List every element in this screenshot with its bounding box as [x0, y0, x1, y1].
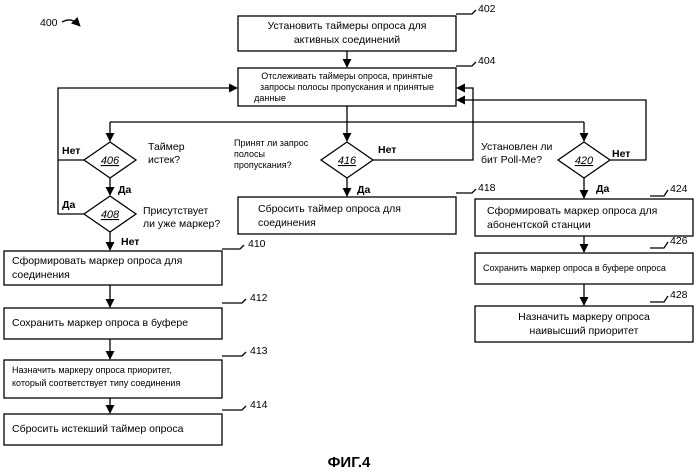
- figure-number-label: 400: [40, 17, 58, 29]
- ref-414: 414: [250, 399, 268, 411]
- step-428-box: Назначить маркеру опроса наивысший приор…: [475, 306, 693, 342]
- ref-424: 424: [670, 183, 688, 195]
- decision-420-no: Нет: [612, 148, 630, 160]
- step-426-line-1: Сохранить маркер опроса в буфере опроса: [483, 263, 666, 273]
- step-410-box: Сформировать маркер опроса для соединени…: [4, 251, 222, 285]
- ref-404: 404: [478, 55, 496, 67]
- figure-caption: ФИГ.4: [328, 454, 371, 471]
- ref-412: 412: [250, 292, 268, 304]
- decision-406-yes: Да: [118, 184, 131, 196]
- ref-413: 413: [250, 345, 268, 357]
- step-402-line-1: Установить таймеры опроса для: [268, 20, 427, 32]
- step-418-box: Сбросить таймер опроса для соединения: [238, 197, 456, 234]
- step-426-box: Сохранить маркер опроса в буфере опроса: [475, 253, 693, 284]
- decision-408-yes: Да: [62, 199, 75, 211]
- ref-426: 426: [670, 235, 688, 247]
- ref-428-leader: [650, 296, 668, 302]
- ref-426-leader: [650, 242, 668, 248]
- ref-414-leader: [222, 406, 246, 410]
- decision-406-ref: 406: [101, 155, 120, 167]
- ref-418: 418: [478, 182, 496, 194]
- step-404-box: Отслеживать таймеры опроса, принятые зап…: [238, 68, 456, 106]
- decision-406-question-2: истек?: [148, 154, 180, 166]
- step-404-line-1: Отслеживать таймеры опроса, принятые: [261, 71, 433, 81]
- step-404-line-3: данные: [254, 93, 286, 103]
- step-414-box: Сбросить истекший таймер опроса: [4, 414, 222, 445]
- step-404-line-2: запросы полосы пропускания и принятые: [260, 82, 434, 92]
- step-412-box: Сохранить маркер опроса в буфере: [4, 308, 222, 339]
- step-424-line-1: Сформировать маркер опроса для: [487, 205, 657, 217]
- decision-416-question-1: Принят ли запрос: [234, 138, 309, 148]
- decision-416: 416: [321, 142, 373, 178]
- decision-408-no: Нет: [121, 236, 139, 248]
- decision-408-ref: 408: [101, 209, 120, 221]
- step-424-box: Сформировать маркер опроса для абонентск…: [475, 199, 693, 236]
- decision-408-question-1: Присутствует: [143, 205, 208, 217]
- decision-406-question-1: Таймер: [148, 141, 185, 153]
- decision-420-question-2: бит Poll-Me?: [481, 154, 542, 166]
- decision-416-question-2: полосы: [234, 149, 265, 159]
- decision-416-question-3: пропускания?: [234, 160, 292, 170]
- ref-424-leader: [650, 190, 668, 196]
- decision-406: 406: [84, 142, 136, 178]
- step-418-line-1: Сбросить таймер опроса для: [258, 203, 401, 215]
- decision-420-question-1: Установлен ли: [481, 141, 553, 153]
- step-428-line-1: Назначить маркеру опроса: [518, 311, 650, 323]
- step-402-line-2: активных соединений: [294, 34, 400, 46]
- step-410-line-2: соединения: [12, 269, 70, 281]
- ref-418-leader: [456, 189, 476, 193]
- step-424-line-2: абонентской станции: [487, 219, 591, 231]
- ref-412-leader: [222, 299, 246, 303]
- decision-416-ref: 416: [338, 155, 357, 167]
- step-413-line-2: который соответствует типу соединения: [12, 378, 180, 388]
- decision-416-yes: Да: [357, 184, 370, 196]
- step-413-line-1: Назначить маркеру опроса приоритет,: [12, 365, 172, 375]
- step-412-line-1: Сохранить маркер опроса в буфере: [12, 317, 188, 329]
- decision-420-yes: Да: [596, 183, 609, 195]
- decision-420-ref: 420: [575, 155, 594, 167]
- ref-428: 428: [670, 289, 688, 301]
- decision-416-no: Нет: [378, 144, 396, 156]
- ref-413-leader: [222, 352, 246, 356]
- figure-number: 400: [40, 17, 80, 29]
- decision-408: 408: [84, 196, 136, 232]
- step-414-line-1: Сбросить истекший таймер опроса: [12, 423, 184, 435]
- step-413-box: Назначить маркеру опроса приоритет, кото…: [4, 360, 222, 398]
- ref-410-leader: [222, 245, 244, 249]
- ref-402-leader: [456, 10, 476, 14]
- decision-420: 420: [558, 142, 610, 178]
- decision-406-no: Нет: [62, 145, 80, 157]
- figure-number-arrow: [62, 20, 80, 26]
- ref-404-leader: [456, 62, 476, 66]
- ref-410: 410: [248, 238, 266, 250]
- ref-402: 402: [478, 3, 496, 15]
- step-418-line-2: соединения: [258, 217, 316, 229]
- step-428-line-2: наивысший приоритет: [530, 325, 639, 337]
- decision-408-question-2: ли уже маркер?: [143, 218, 220, 230]
- step-402-box: Установить таймеры опроса для активных с…: [238, 16, 456, 51]
- step-410-line-1: Сформировать маркер опроса для: [12, 255, 182, 267]
